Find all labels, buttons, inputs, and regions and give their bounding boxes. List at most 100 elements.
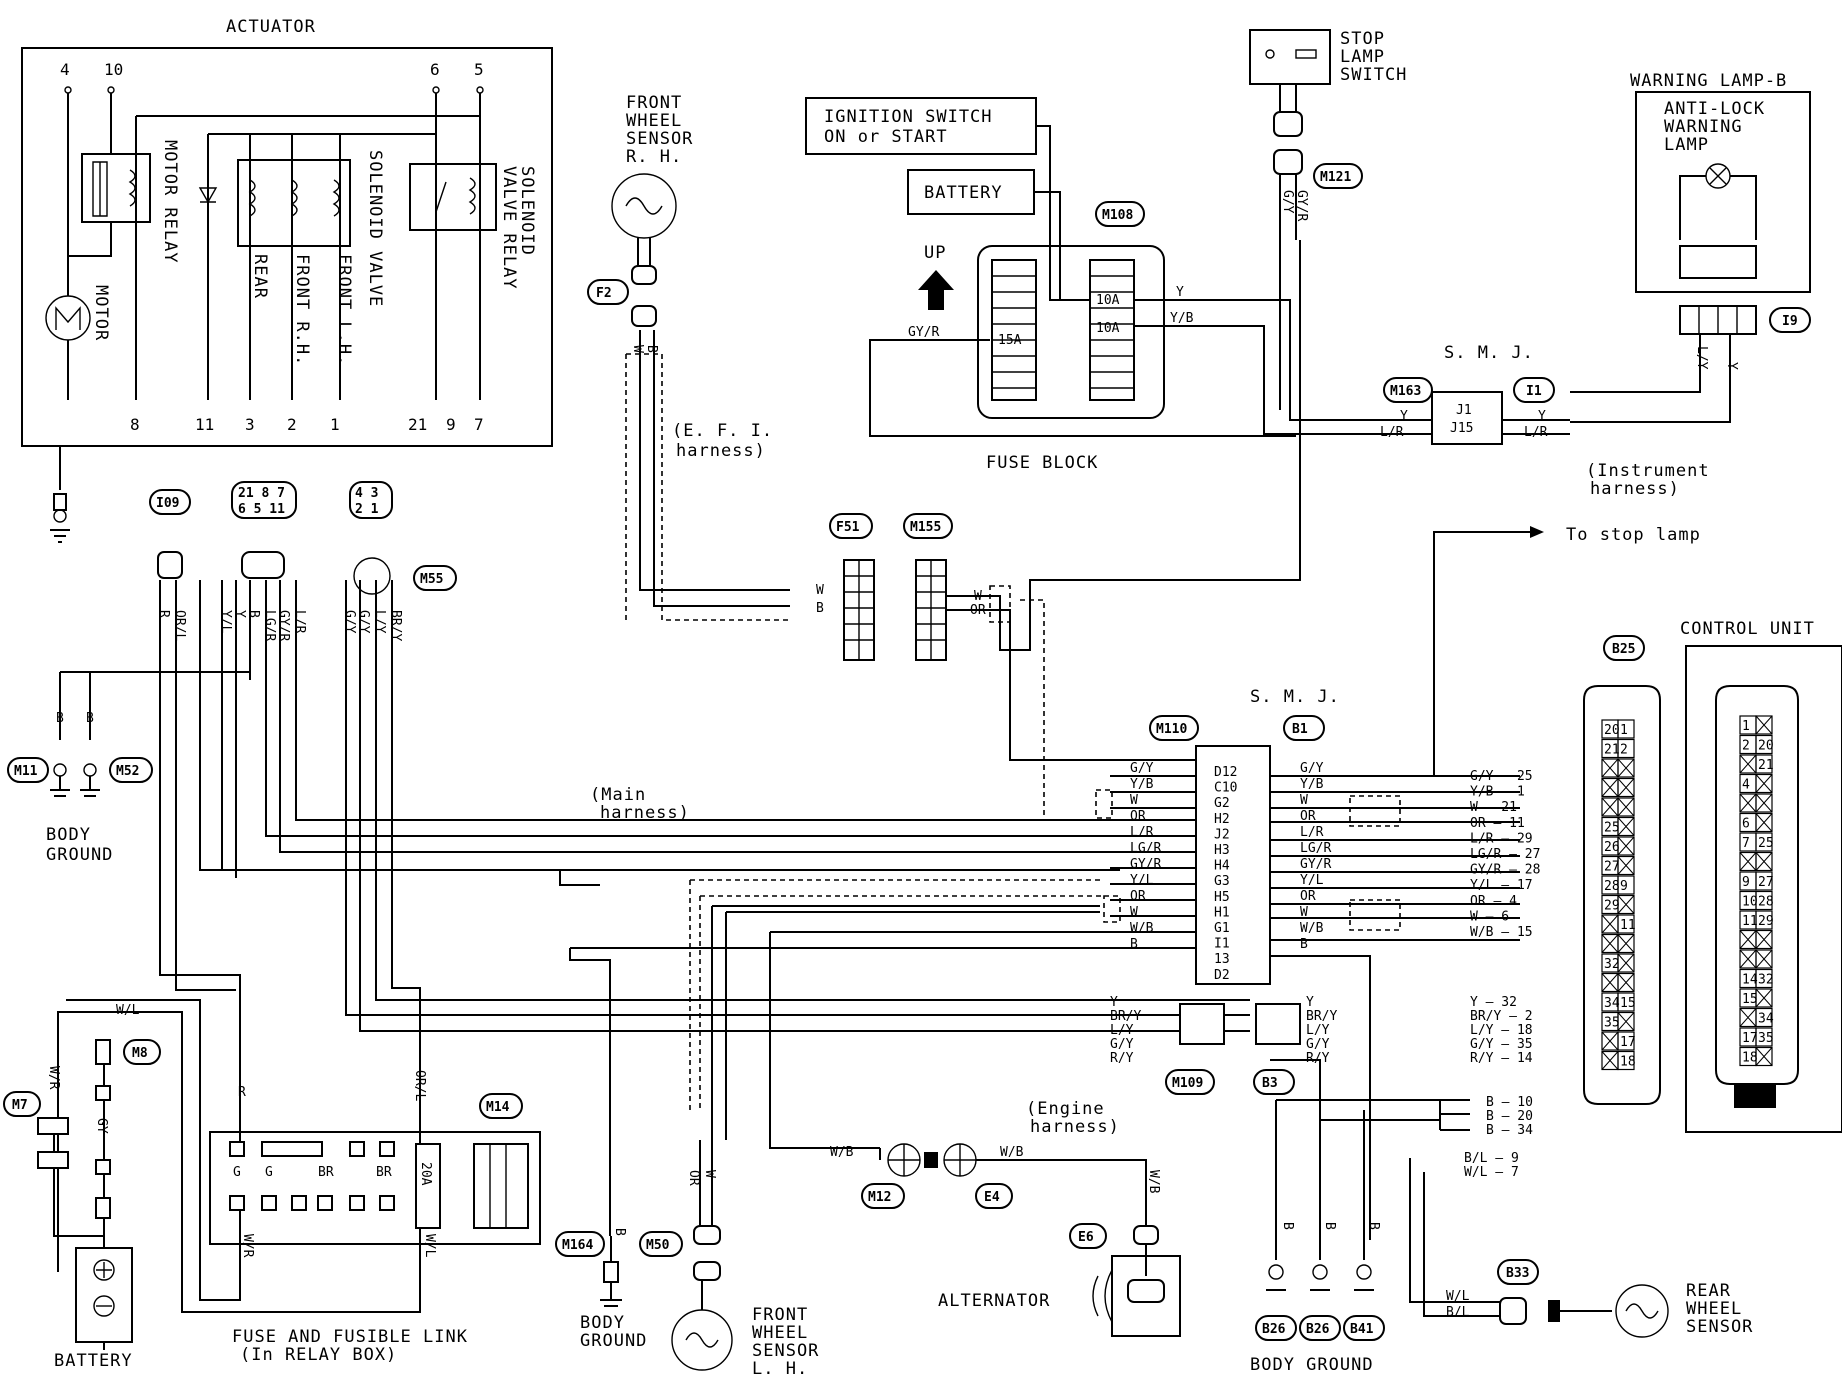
fs-lh-2: WHEEL [752,1323,808,1343]
pin-num: 21 [1758,758,1774,773]
svg-text:I9: I9 [1782,314,1798,329]
wire-m14-orl: OR/L [412,1070,427,1101]
sol-relay-label-1: SOLENOID [517,166,537,256]
cu-ground-terminal: B — 20 [1486,1109,1533,1124]
engine-harness-2: harness) [1030,1117,1120,1137]
motor-relay [81,153,151,223]
pin-num: 21 [1604,743,1620,758]
smj-mid-label: S. M. J. [1250,687,1340,707]
cu-ground-terminal: B — 10 [1486,1095,1533,1110]
body-ground-left: B B M11 M52 BODY GROUND [7,580,251,865]
b3-wire: BR/Y [1306,1009,1337,1024]
wire-warn-y: Y [1724,362,1739,370]
wire-m14-r: R [238,1085,246,1100]
wire-act-gy: G/Y [342,610,357,634]
wire-act-yl: Y/L [218,610,233,634]
smj-pin: H3 [1214,843,1230,858]
actuator-connectors: I09 21 8 7 6 5 11 4 3 2 1 M55 [149,481,457,595]
conn-c3-bottom-pins: 2 1 [355,502,379,517]
main-harness-2: harness) [600,803,690,823]
warning-lamp-title: WARNING LAMP-B [1630,71,1787,91]
smj-pin: G3 [1214,874,1230,889]
pin-num: 20 [1758,739,1774,754]
svg-text:B26: B26 [1306,1322,1330,1337]
b3-wire: G/Y [1306,1037,1330,1052]
cu-terminal: Y/L — 17 [1470,878,1533,893]
smj-top: S. M. J. J1 J15 M163 I1 Y L/R Y L/R (Ins… [1380,343,1709,499]
smj-pin: H2 [1214,812,1230,827]
connector-f51: F51 W B [816,513,875,661]
engine-harness-1: (Engine [1026,1099,1105,1119]
alternator-label: ALTERNATOR [938,1291,1050,1311]
wire-b33-wl: W/L [1446,1289,1470,1304]
fuse-10a-1: 10A [1096,293,1120,308]
pin-num: 11 [1742,914,1758,929]
svg-text:M163: M163 [1390,384,1421,399]
svg-text:M108: M108 [1102,208,1133,223]
badge-m163: M163 [1383,377,1433,403]
svg-text:B41: B41 [1350,1322,1374,1337]
conn-c2-bottom-pins: 6 5 11 [238,502,285,517]
m109-b3: M109 B3 YBR/YL/YG/YR/Y YBR/YL/YG/YR/Y Y … [1110,995,1533,1095]
smj-pin: H1 [1214,905,1230,920]
wire-act-ly: L/Y [372,610,387,634]
body-ground-left-1: BODY [46,825,91,845]
conn-c2-top-pins: 21 8 7 [238,486,285,501]
ignition-2: ON or START [824,127,948,147]
act-pin-1: 1 [330,415,340,434]
badge-m12: M12 [861,1183,905,1209]
smj-left-wire: Y/B [1130,777,1154,792]
fs-rh-1: FRONT [626,93,682,113]
wire-batt-wl: W/L [116,1003,140,1018]
smj-left-wire: Y/L [1130,873,1154,888]
wire-batt-gy: GY [94,1118,109,1134]
rear-2: WHEEL [1686,1299,1742,1319]
badge-b41: B41 [1343,1315,1385,1341]
wire-e4-wb: W/B [1000,1145,1024,1160]
smj-right-wire: GY/R [1300,857,1331,872]
b3-wire: Y [1306,995,1314,1010]
svg-text:F51: F51 [836,520,860,535]
badge-m8: M8 [123,1039,161,1065]
wire-m14-g2: G [265,1165,273,1180]
rear-sensor: B/L — 9W/L — 7 B33 W/L B/L REAR WHEEL SE… [1409,1151,1752,1338]
badge-i9: I9 [1769,307,1811,333]
wire-f2-b: B [644,345,659,353]
pin-num: 35 [1758,1031,1774,1046]
wire-m50-or: OR [686,1170,701,1186]
m109-wire: R/Y [1110,1051,1134,1066]
fs-rh-4: R. H. [626,147,682,167]
smj-right-wire: W [1300,793,1308,808]
svg-text:M164: M164 [562,1238,593,1253]
pin-num: 1 [1620,723,1628,738]
svg-text:M55: M55 [420,572,443,587]
conn-i09-pins: I09 [156,496,179,511]
smj-right-wire: L/R [1300,825,1324,840]
wire-act-y: Y [232,610,247,618]
pin-num: 29 [1758,914,1774,929]
badge-f2: F2 [587,279,629,305]
cu-terminal-2: R/Y — 14 [1470,1051,1533,1066]
stop-lamp-switch: STOP LAMP SWITCH M121 G/Y GY/R [1249,29,1406,221]
pin-num: 7 [1742,836,1750,851]
m109-wire: G/Y [1110,1037,1134,1052]
badge-m55: M55 [413,565,457,591]
wire-act-lr: L/R [292,610,307,634]
warning-lamp-frame [1635,91,1811,293]
m109-wire: L/Y [1110,1023,1134,1038]
fs-rh-2: WHEEL [626,111,682,131]
smj-right-wire: LG/R [1300,841,1331,856]
svg-text:B1: B1 [1292,722,1308,737]
motor-label: MOTOR [91,285,111,341]
actuator-title: ACTUATOR [226,17,316,37]
badge-m110: M110 [1149,715,1199,741]
fuse-link-box: M14 20A G G BR BR R OR/L W/R W/L FUSE AN… [209,1070,541,1365]
smj-j1: J1 [1456,403,1472,418]
wire-b33-bl: B/L [1446,1305,1470,1320]
cu-terminal: W — 6 [1470,909,1509,924]
front-sensor-lh: M164 B BODY GROUND M50 W OR FRONT WHEEL … [555,1170,818,1376]
stop-2: LAMP [1340,47,1385,67]
pin-num: 9 [1742,875,1750,890]
cu-terminal: OR — 11 [1470,816,1525,831]
